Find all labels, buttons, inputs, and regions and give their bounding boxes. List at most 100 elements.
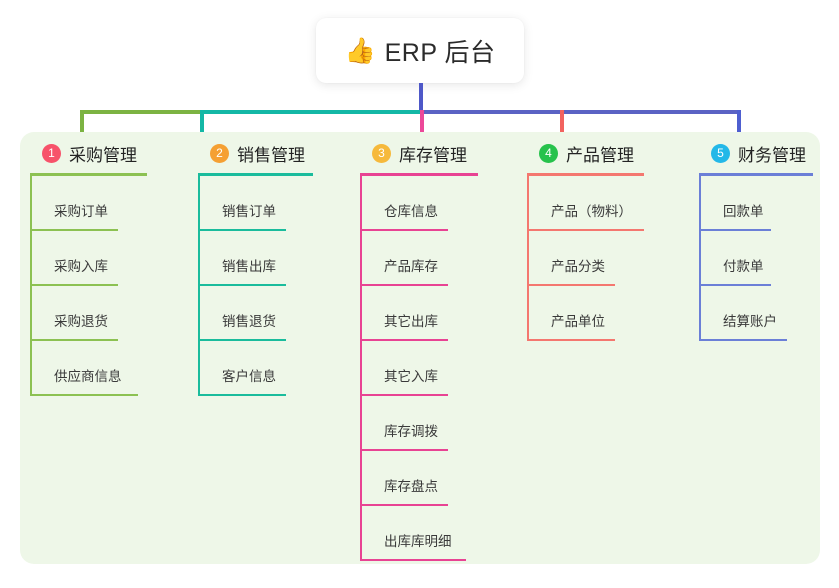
bus-green xyxy=(80,110,200,114)
branch-number-badge: 3 xyxy=(372,143,391,163)
leaf-item-rule xyxy=(198,339,286,341)
branch-column-inventory: 3 库存管理仓库信息产品库存其它出库其它入库库存调拨库存盘点出库库明细 xyxy=(360,140,478,561)
branch-header-rule xyxy=(30,173,147,176)
branch-number-badge: 1 xyxy=(42,143,61,163)
leaf-item[interactable]: 付款单 xyxy=(699,231,813,286)
leaf-item-rule xyxy=(198,284,286,286)
leaf-item-rule xyxy=(699,339,787,341)
leaf-item-rule xyxy=(360,229,448,231)
leaf-item[interactable]: 销售出库 xyxy=(198,231,313,286)
leaf-item-rule xyxy=(360,394,448,396)
leaf-item[interactable]: 其它入库 xyxy=(360,341,478,396)
leaf-item-rule xyxy=(527,339,615,341)
drop-purchase xyxy=(80,110,84,148)
bus-teal xyxy=(200,110,422,114)
leaf-item[interactable]: 供应商信息 xyxy=(30,341,147,396)
leaf-item[interactable]: 产品分类 xyxy=(527,231,644,286)
leaf-item-rule xyxy=(360,449,448,451)
branch-spine xyxy=(527,176,529,341)
leaf-item-label: 仓库信息 xyxy=(384,204,438,219)
branch-number-badge: 4 xyxy=(539,143,558,163)
leaf-item-label: 供应商信息 xyxy=(54,369,122,384)
leaf-item[interactable]: 回款单 xyxy=(699,176,813,231)
leaf-item-label: 客户信息 xyxy=(222,369,276,384)
leaf-item[interactable]: 客户信息 xyxy=(198,341,313,396)
leaf-item[interactable]: 产品单位 xyxy=(527,286,644,341)
leaf-item-label: 采购订单 xyxy=(54,204,108,219)
leaf-item-label: 销售退货 xyxy=(222,314,276,329)
branch-header-rule xyxy=(360,173,478,176)
root-node-title: ERP 后台 xyxy=(384,38,496,67)
branch-title: 库存管理 xyxy=(399,145,467,165)
branch-column-sales: 2 销售管理销售订单销售出库销售退货客户信息 xyxy=(198,140,313,396)
leaf-item[interactable]: 仓库信息 xyxy=(360,176,478,231)
branch-spine xyxy=(699,176,701,341)
bus-blue xyxy=(420,110,739,114)
leaf-item[interactable]: 采购退货 xyxy=(30,286,147,341)
leaf-item[interactable]: 销售订单 xyxy=(198,176,313,231)
leaf-item-rule xyxy=(699,229,771,231)
branch-header-finance[interactable]: 5 财务管理 xyxy=(699,140,813,166)
leaf-item-rule xyxy=(30,229,118,231)
branch-title: 采购管理 xyxy=(69,145,137,165)
leaf-item[interactable]: 库存调拨 xyxy=(360,396,478,451)
leaf-item-label: 采购退货 xyxy=(54,314,108,329)
leaf-item[interactable]: 采购入库 xyxy=(30,231,147,286)
leaf-item-rule xyxy=(198,229,286,231)
leaf-item-label: 库存盘点 xyxy=(384,479,438,494)
leaf-item[interactable]: 库存盘点 xyxy=(360,451,478,506)
drop-inventory xyxy=(420,110,424,148)
branch-number-badge: 2 xyxy=(210,143,229,163)
branch-header-rule xyxy=(527,173,644,176)
branch-column-finance: 5 财务管理回款单付款单结算账户 xyxy=(699,140,813,341)
leaf-item[interactable]: 销售退货 xyxy=(198,286,313,341)
branch-header-rule xyxy=(198,173,313,176)
branch-number-badge: 5 xyxy=(711,143,730,163)
leaf-item-rule xyxy=(527,229,644,231)
leaf-item-rule xyxy=(360,504,448,506)
leaf-item-label: 结算账户 xyxy=(723,314,777,329)
branch-title: 财务管理 xyxy=(738,145,806,165)
branch-items-finance: 回款单付款单结算账户 xyxy=(699,176,813,341)
branch-header-purchase[interactable]: 1 采购管理 xyxy=(30,140,147,166)
leaf-item-rule xyxy=(198,394,286,396)
root-node-card[interactable]: 👍 ERP 后台 xyxy=(316,18,524,83)
leaf-item-label: 采购入库 xyxy=(54,259,108,274)
leaf-item-rule xyxy=(360,339,448,341)
leaf-item[interactable]: 结算账户 xyxy=(699,286,813,341)
leaf-item-label: 出库库明细 xyxy=(384,534,452,549)
drop-product xyxy=(560,110,564,148)
branch-header-inventory[interactable]: 3 库存管理 xyxy=(360,140,478,166)
branch-items-product: 产品（物料） 产品分类产品单位 xyxy=(527,176,644,341)
leaf-item[interactable]: 出库库明细 xyxy=(360,506,478,561)
branch-header-rule xyxy=(699,173,813,176)
leaf-item-label: 产品单位 xyxy=(551,314,605,329)
leaf-item[interactable]: 采购订单 xyxy=(30,176,147,231)
leaf-item[interactable]: 产品（物料） xyxy=(527,176,644,231)
leaf-item-rule xyxy=(527,284,615,286)
leaf-item-label: 回款单 xyxy=(723,204,764,219)
leaf-item-rule xyxy=(30,339,118,341)
leaf-item[interactable]: 其它出库 xyxy=(360,286,478,341)
leaf-item-rule xyxy=(360,284,448,286)
root-stem-connector xyxy=(419,83,423,112)
branch-column-purchase: 1 采购管理采购订单采购入库采购退货供应商信息 xyxy=(30,140,147,396)
branch-header-sales[interactable]: 2 销售管理 xyxy=(198,140,313,166)
leaf-item[interactable]: 产品库存 xyxy=(360,231,478,286)
leaf-item-label: 产品分类 xyxy=(551,259,605,274)
branch-items-purchase: 采购订单采购入库采购退货供应商信息 xyxy=(30,176,147,396)
leaf-item-label: 库存调拨 xyxy=(384,424,438,439)
leaf-item-label: 付款单 xyxy=(723,259,764,274)
leaf-item-rule xyxy=(699,284,771,286)
leaf-item-label: 销售出库 xyxy=(222,259,276,274)
thumbs-up-icon: 👍 xyxy=(344,36,376,65)
branch-title: 销售管理 xyxy=(237,145,305,165)
branch-spine xyxy=(30,176,32,396)
drop-finance xyxy=(737,110,741,148)
branch-items-sales: 销售订单销售出库销售退货客户信息 xyxy=(198,176,313,396)
leaf-item-label: 销售订单 xyxy=(222,204,276,219)
leaf-item-rule xyxy=(30,394,138,396)
